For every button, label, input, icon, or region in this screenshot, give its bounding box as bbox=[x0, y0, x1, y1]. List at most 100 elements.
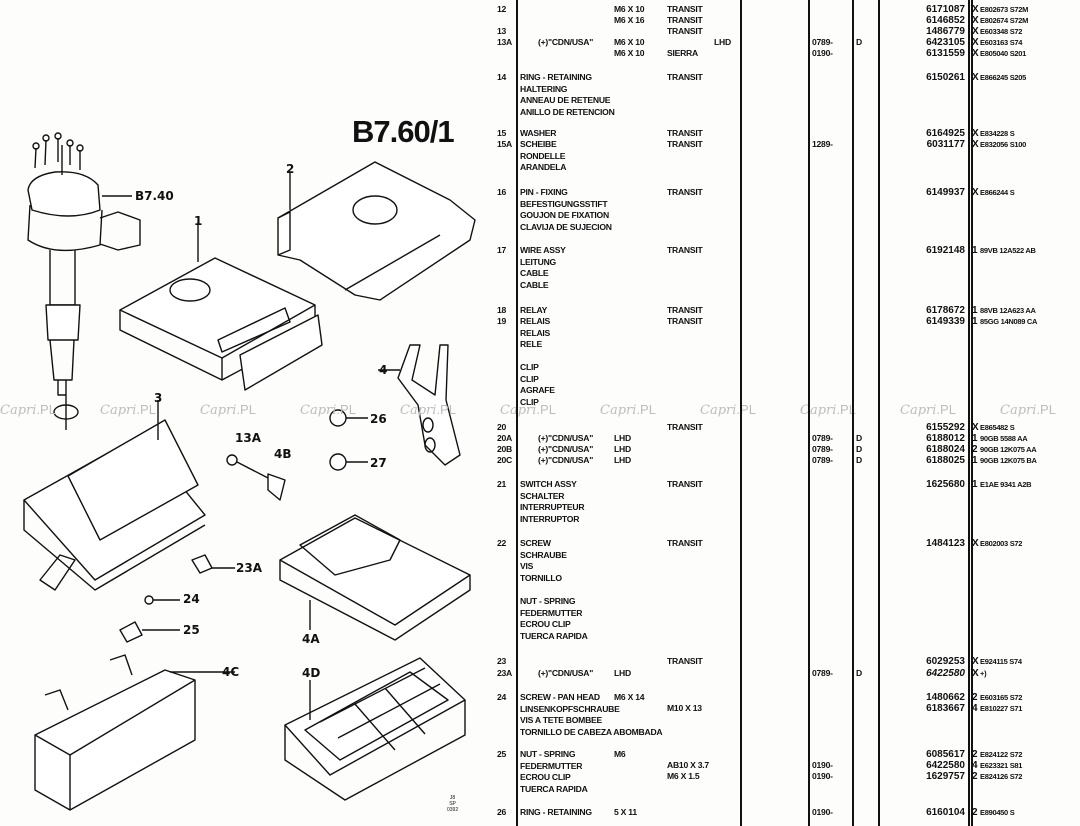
watermark-suffix: .PL bbox=[936, 402, 956, 417]
part-number: 6178672 bbox=[926, 305, 965, 316]
quantity: X bbox=[972, 72, 979, 83]
size-spec: M6 X 16 bbox=[614, 15, 645, 25]
part-description: RELAIS bbox=[520, 316, 551, 326]
part-description: NUT - SPRING bbox=[520, 596, 576, 606]
ref-number: 25 bbox=[497, 749, 507, 759]
ref-number: 19 bbox=[497, 316, 507, 326]
fastener-drawings bbox=[119, 409, 368, 643]
part-number: 1629757 bbox=[926, 771, 965, 782]
engineering-number: +) bbox=[980, 669, 987, 678]
stamp-line: SP bbox=[449, 801, 456, 807]
date-from: 0789- bbox=[812, 455, 833, 465]
market-note: (+)"CDN/USA" bbox=[538, 668, 594, 678]
watermark: Capri.PL bbox=[0, 402, 56, 418]
size-spec: LHD bbox=[614, 444, 631, 454]
distributor-drawing bbox=[27, 132, 141, 430]
quantity: 4 bbox=[972, 760, 978, 771]
part-description: VIS A TETE BOMBEE bbox=[520, 715, 603, 726]
part-number: 6150261 bbox=[926, 72, 965, 83]
model-or-size: TRANSIT bbox=[667, 26, 703, 36]
ref-number: 14 bbox=[497, 72, 507, 82]
market-note: (+)"CDN/USA" bbox=[538, 433, 594, 443]
part-number: 6085617 bbox=[926, 749, 965, 760]
model-or-size: TRANSIT bbox=[667, 187, 703, 197]
part-number: 6155292 bbox=[926, 422, 965, 433]
callout-3: 3 bbox=[154, 391, 163, 405]
column-divider bbox=[740, 0, 742, 826]
part-description: TORNILLO DE CABEZA ABOMBADA bbox=[520, 726, 663, 737]
part-number: 6188025 bbox=[926, 455, 965, 466]
watermark-script: Capri bbox=[300, 403, 337, 418]
part-description: LINSENKOPFSCHRAUBE bbox=[520, 703, 620, 714]
part-description: CLAVIJA DE SUJECION bbox=[520, 221, 612, 232]
date-from: 0190- bbox=[812, 48, 833, 58]
part-description: SCHEIBE bbox=[520, 139, 557, 149]
watermark-suffix: .PL bbox=[636, 402, 656, 417]
quantity: X bbox=[972, 668, 979, 679]
part-description: FEDERMUTTER bbox=[520, 607, 583, 618]
quantity: 4 bbox=[972, 703, 978, 714]
part-number: 6422580 bbox=[926, 760, 965, 771]
ref-number: 26 bbox=[497, 807, 507, 817]
exploded-diagram: B7.60/1 B7.40 1 2 3 4 13A 4B 26 27 23A 2… bbox=[0, 0, 490, 826]
part-description: LEITUNG bbox=[520, 256, 556, 267]
part-description: TORNILLO bbox=[520, 572, 562, 583]
part-description: HALTERING bbox=[520, 83, 568, 94]
part-description: INTERRUPTEUR bbox=[520, 502, 585, 513]
part-description: ANILLO DE RETENCION bbox=[520, 106, 615, 117]
engineering-number: 89VB 12A522 AB bbox=[980, 246, 1036, 255]
column-divider bbox=[968, 0, 970, 826]
part-description: ANNEAU DE RETENUE bbox=[520, 95, 611, 106]
market-note: (+)"CDN/USA" bbox=[538, 37, 594, 47]
engineering-number: E832056 S100 bbox=[980, 140, 1027, 149]
watermark-suffix: .PL bbox=[136, 402, 156, 417]
quantity: 1 bbox=[972, 316, 978, 327]
model-or-size: M6 bbox=[614, 749, 626, 759]
callout-2: 2 bbox=[286, 162, 295, 176]
part-description: WASHER bbox=[520, 128, 557, 138]
engineering-number: E866244 S bbox=[980, 188, 1015, 197]
ref-number: 16 bbox=[497, 187, 507, 197]
ref-number: 17 bbox=[497, 245, 507, 255]
part-description: RELE bbox=[520, 339, 542, 350]
part-description: RONDELLE bbox=[520, 150, 566, 161]
quantity: 2 bbox=[972, 692, 978, 703]
market-note: (+)"CDN/USA" bbox=[538, 444, 594, 454]
part-description: SWITCH ASSY bbox=[520, 479, 577, 489]
engineering-number: E603163 S74 bbox=[980, 38, 1023, 47]
watermark-suffix: .PL bbox=[536, 402, 556, 417]
part-number: 6131559 bbox=[926, 48, 965, 59]
engineering-number: E802674 S72M bbox=[980, 16, 1029, 25]
size-spec: LHD bbox=[614, 668, 631, 678]
part-description: FEDERMUTTER bbox=[520, 760, 583, 771]
quantity: X bbox=[972, 656, 979, 667]
engineering-number: E623321 S81 bbox=[980, 761, 1023, 770]
column-divider bbox=[808, 0, 810, 826]
stamp-line: 0392 bbox=[447, 807, 459, 813]
drive-side: LHD bbox=[714, 37, 731, 47]
watermark: Capri.PL bbox=[200, 402, 256, 418]
part-description: SCHALTER bbox=[520, 490, 565, 501]
quantity: X bbox=[972, 15, 979, 26]
column-divider bbox=[516, 0, 518, 826]
model-or-size: TRANSIT bbox=[667, 538, 703, 548]
model-or-size: TRANSIT bbox=[667, 316, 703, 326]
engineering-number: E810227 S71 bbox=[980, 704, 1023, 713]
part-number: 6149937 bbox=[926, 187, 965, 198]
date-from: 0789- bbox=[812, 37, 833, 47]
model-or-size: M10 X 13 bbox=[667, 703, 702, 713]
watermark-script: Capri bbox=[500, 403, 537, 418]
watermark-script: Capri bbox=[0, 403, 37, 418]
callout-distributor-ref: B7.40 bbox=[135, 189, 174, 203]
engineering-number: E834228 S bbox=[980, 129, 1015, 138]
engineering-number: 90GB 5588 AA bbox=[980, 434, 1028, 443]
market-note: (+)"CDN/USA" bbox=[538, 455, 594, 465]
tray-drawing bbox=[23, 400, 206, 591]
part-description: NUT - SPRING bbox=[520, 749, 576, 759]
part-number: 6423105 bbox=[926, 37, 965, 48]
drawing-stamp: J8 SP 0392 bbox=[447, 795, 458, 813]
model-or-size: TRANSIT bbox=[667, 305, 703, 315]
code-letter: D bbox=[856, 444, 862, 454]
part-description: SCREW bbox=[520, 538, 551, 548]
